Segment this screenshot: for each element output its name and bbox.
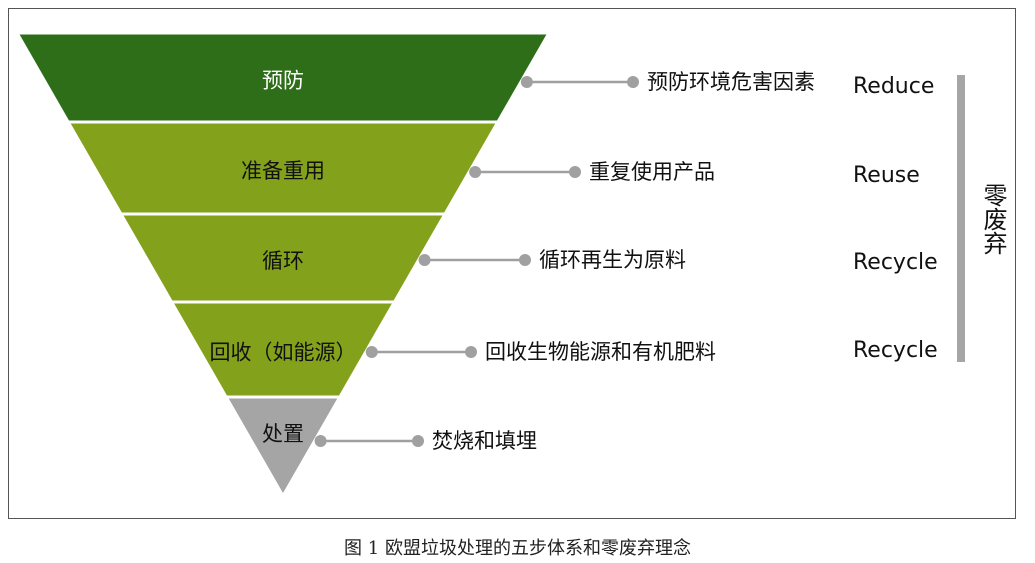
layer-label-5: 处置: [262, 422, 304, 446]
zero-waste-bracket: [957, 75, 965, 362]
english-term-3: Recycle: [853, 250, 938, 275]
connector-dot-end-5: [412, 435, 424, 447]
connector-dot-start-4: [365, 346, 378, 358]
connector-dot-start-3: [418, 254, 431, 266]
layer-description-5: 焚烧和填埋: [432, 429, 537, 453]
figure-caption: 图 1 欧盟垃圾处理的五步体系和零废弃理念: [344, 538, 691, 559]
layer-label-3: 循环: [262, 249, 304, 273]
connector-dot-end-1: [627, 76, 639, 88]
english-term-1: Reduce: [853, 74, 934, 99]
layer-description-3: 循环再生为原料: [539, 248, 686, 272]
connector-dot-start-1: [520, 76, 533, 88]
english-term-4: Recycle: [853, 338, 938, 363]
waste-hierarchy-diagram: 预防 预防环境危害因素 Reduce 准备重用 重复使用产品 Reuse 循环 循环再生为原料…: [14, 31, 1007, 500]
layer-description-4: 回收生物能源和有机肥料: [485, 340, 716, 364]
diagram-frame: 预防 预防环境危害因素 Reduce 准备重用 重复使用产品 Reuse 循环 循环再生为原料…: [8, 8, 1016, 519]
connector-dot-start-2: [469, 166, 482, 178]
connector-dot-end-2: [569, 166, 581, 178]
connector-dot-start-5: [314, 435, 327, 447]
connector-dot-end-3: [519, 254, 531, 266]
connector-dot-end-4: [465, 346, 477, 358]
layer-description-2: 重复使用产品: [589, 160, 715, 184]
layer-label-4: 回收（如能源）: [210, 341, 357, 365]
english-term-2: Reuse: [853, 163, 920, 188]
layer-label-1: 预防: [262, 69, 304, 93]
layer-description-1: 预防环境危害因素: [647, 70, 815, 94]
pyramid-layer-5: [223, 395, 343, 500]
layer-label-2: 准备重用: [241, 159, 325, 183]
zero-waste-label: 零废弃: [979, 183, 1007, 255]
